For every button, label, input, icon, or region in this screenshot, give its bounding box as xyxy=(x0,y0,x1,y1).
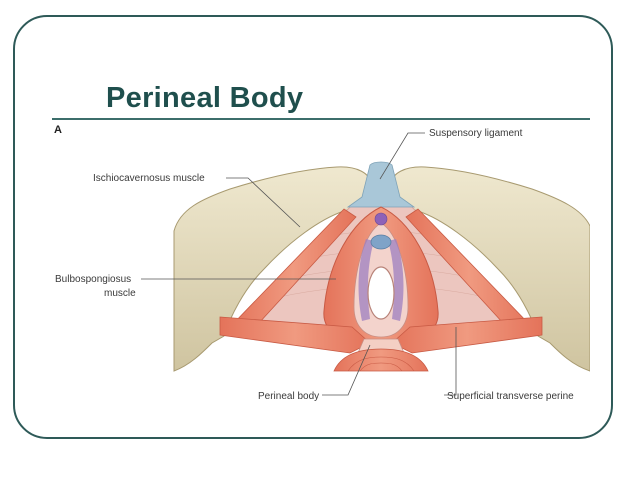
vestibular-bulb-left xyxy=(358,239,374,321)
leader-lines xyxy=(141,132,457,396)
sphincter-rings xyxy=(347,356,415,372)
slide-title: Perineal Body xyxy=(106,82,304,114)
anatomy-illustration: A xyxy=(54,124,590,402)
vestibular-bulb-right xyxy=(388,239,404,321)
clitoris-glans xyxy=(374,212,388,226)
panel-letter: A xyxy=(54,124,62,136)
urethral-opening xyxy=(370,234,392,250)
external-anal-sphincter xyxy=(333,348,429,372)
label-ischiocavernosus-muscle: Ischiocavernosus muscle xyxy=(93,173,205,184)
title-rule xyxy=(52,118,590,120)
label-perineal-body: Perineal body xyxy=(258,391,319,402)
label-bulbospongiosus-line1: Bulbospongiosus xyxy=(55,274,131,285)
anatomy-figure: A xyxy=(52,121,590,411)
label-suspensory-ligament: Suspensory ligament xyxy=(429,128,523,139)
label-bulbospongiosus-line2: muscle xyxy=(104,288,136,299)
vaginal-opening xyxy=(367,266,395,320)
label-superficial-transverse: Superficial transverse perine xyxy=(447,391,574,402)
